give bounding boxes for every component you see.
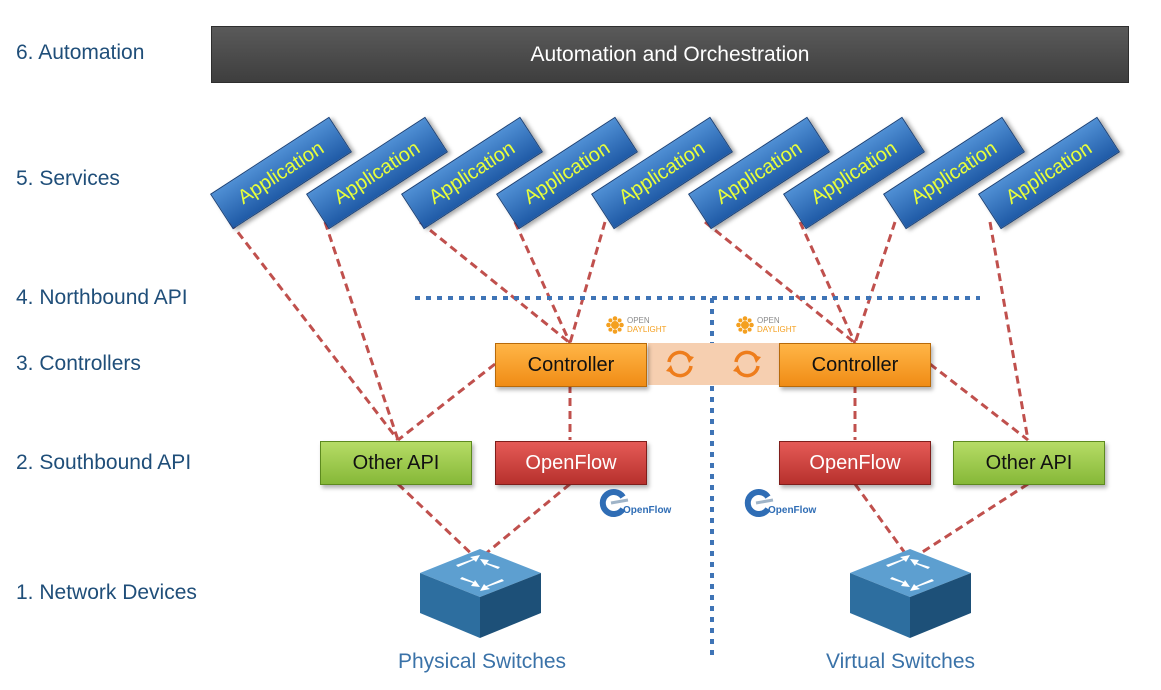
openflow-box-left: OpenFlow	[495, 441, 647, 485]
physical-switches-label: Physical Switches	[398, 650, 567, 673]
opendaylight-logo-line1: OPEN	[627, 316, 650, 325]
opendaylight-logo-line1: OPEN	[757, 316, 780, 325]
other-api-box-left: Other API	[320, 441, 472, 485]
automation-orchestration-bar: Automation and Orchestration	[211, 26, 1129, 83]
layer-label-controllers: 3. Controllers	[16, 352, 141, 375]
layer-label-network-devices: 1. Network Devices	[16, 581, 197, 604]
openflow-box-right: OpenFlow	[779, 441, 931, 485]
physical-switch-icon	[420, 549, 541, 638]
controller-sync-band	[648, 343, 780, 385]
other-api-box-right: Other API	[953, 441, 1105, 485]
openflow-icon	[599, 489, 629, 517]
sync-icon	[666, 350, 694, 378]
layer-label-northbound-api: 4. Northbound API	[16, 286, 188, 309]
openflow-logo-label: OpenFlow	[623, 504, 672, 516]
virtual-switches-label: Virtual Switches	[826, 650, 976, 673]
sync-icon	[733, 350, 761, 378]
opendaylight-logo-line2: DAYLIGHT	[627, 325, 667, 334]
controller-left: Controller	[495, 343, 647, 387]
sun-icon	[736, 316, 754, 334]
layer-label-automation: 6. Automation	[16, 41, 145, 64]
opendaylight-logo-line2: DAYLIGHT	[757, 325, 797, 334]
virtual-switch-icon	[850, 549, 971, 638]
layer-label-southbound-api: 2. Southbound API	[16, 451, 192, 474]
openflow-logo: OpenFlow	[742, 488, 816, 518]
openflow-logo-label: OpenFlow	[768, 504, 817, 516]
openflow-icon	[744, 489, 774, 517]
openflow-logo: OpenFlow	[597, 488, 671, 518]
controller-right: Controller	[779, 343, 931, 387]
layer-label-services: 5. Services	[16, 167, 120, 190]
sun-icon	[606, 316, 624, 334]
